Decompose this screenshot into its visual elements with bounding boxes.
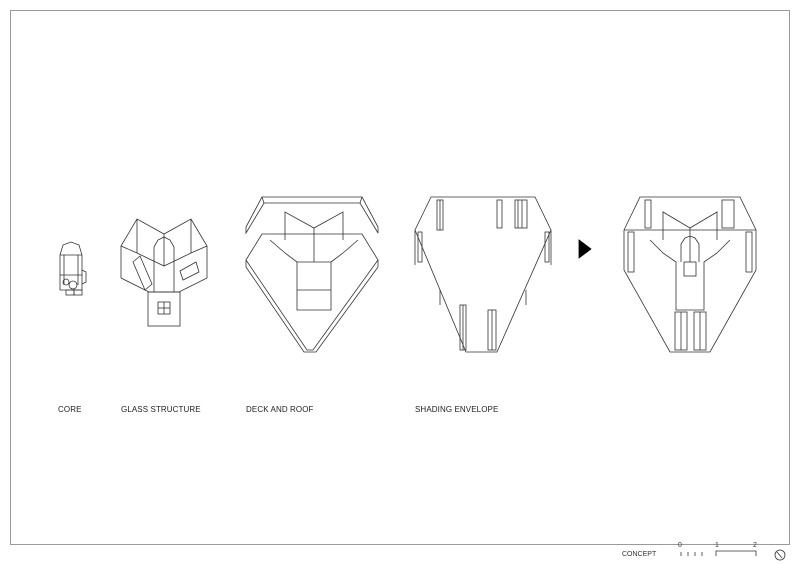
combined-drawing [623,196,757,353]
north-arrow-icon [774,549,786,561]
label-core: CORE [58,405,82,414]
label-deck-and-roof: DECK AND ROOF [246,405,314,414]
arrow-icon [578,239,592,259]
glass-structure-drawing [120,218,208,327]
shading-envelope-drawing [414,196,552,353]
core-drawing [59,241,87,296]
title-block-title: CONCEPT [622,551,657,558]
scale-bar [680,550,757,556]
sheet-frame [10,10,790,545]
scale-tick-0: 0 [678,542,682,549]
label-shading-envelope: SHADING ENVELOPE [415,405,499,414]
deck-and-roof-drawing [245,196,379,353]
scale-tick-2: 2 [753,542,757,549]
label-glass-structure: GLASS STRUCTURE [121,405,201,414]
scale-tick-1: 1 [715,542,719,549]
